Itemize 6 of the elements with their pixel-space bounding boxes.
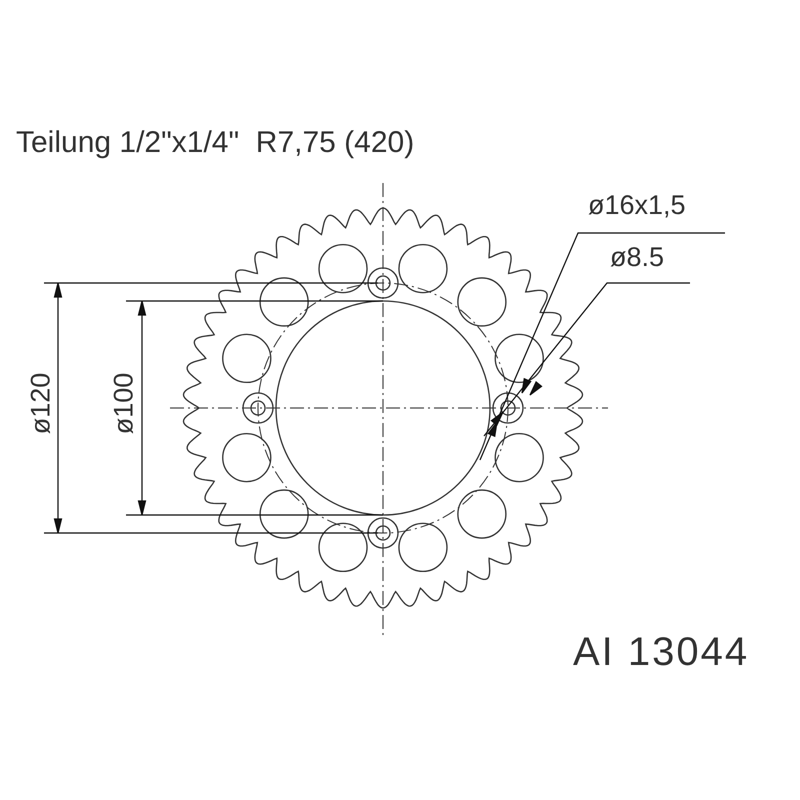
pitch-spec-text: Teilung 1/2"x1/4" R7,75 (420) — [16, 128, 414, 158]
dimension-text: ø16x1,5 — [588, 192, 686, 219]
dimension-text: ø120 — [27, 372, 54, 434]
dimension-text: ø8.5 — [610, 244, 664, 271]
dimension-text: ø100 — [110, 372, 138, 434]
part-number-text: AI 13044 — [573, 632, 750, 672]
